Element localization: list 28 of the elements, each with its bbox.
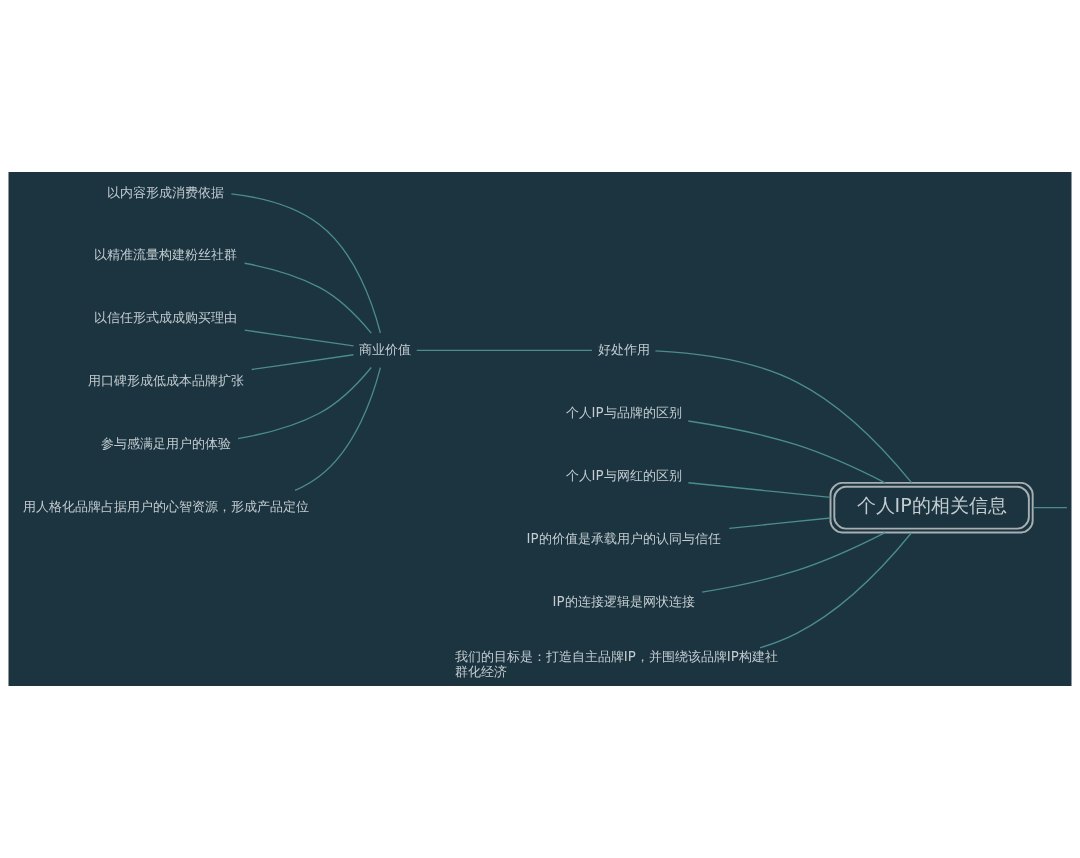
node-text: 我们的目标是：打造自主品牌IP，并围绕该品牌IP构建社群化经济 [454, 649, 778, 679]
node-text: 商业价值 [359, 341, 412, 357]
connector [687, 420, 886, 484]
node-text: IP的价值是承载用户的认同与信任 [526, 530, 721, 546]
node-text: 用人格化品牌占据用户的心智资源，形成产品定位 [22, 499, 309, 515]
node-text: 用口碑形成低成本品牌扩张 [87, 373, 244, 389]
node-text: 以精准流量构建粉丝社群 [94, 247, 238, 263]
connector [251, 354, 355, 371]
connector [230, 193, 382, 334]
connector [294, 366, 382, 492]
node-text: 参与感满足用户的体验 [100, 436, 231, 452]
node-text: IP的连接逻辑是网状连接 [552, 593, 695, 609]
connector [237, 366, 372, 440]
connector [416, 349, 593, 351]
connector [728, 517, 832, 530]
connector [244, 329, 355, 347]
connector [759, 532, 913, 649]
node-text: 个人IP与网红的区别 [565, 467, 682, 483]
connector [687, 482, 832, 499]
connector [654, 350, 913, 484]
node-text: 个人IP与品牌的区别 [565, 404, 682, 420]
node-text: 好处作用 [597, 341, 650, 357]
connector [243, 262, 372, 334]
node-text: 以信任形式成成购买理由 [94, 310, 238, 326]
connector [1032, 507, 1068, 509]
node-box: 个人IP的相关信息 [829, 481, 1034, 534]
connector [701, 531, 886, 593]
node-text: 以内容形成消费依据 [107, 184, 225, 200]
